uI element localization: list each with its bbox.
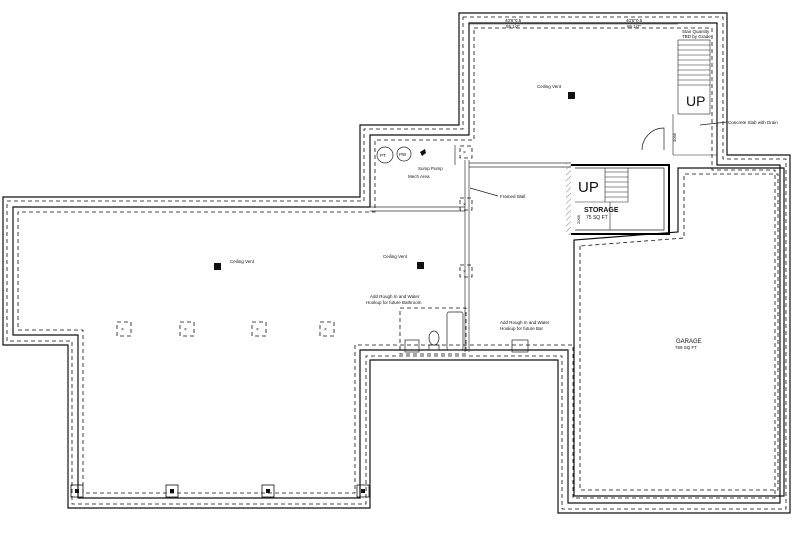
garage-wall: [573, 167, 785, 497]
framed-wall-leader: [469, 187, 499, 197]
stair-note-2: TBD by Grade: [682, 34, 711, 39]
svg-text:×: ×: [184, 327, 187, 333]
column-marks: × × × × × × ×: [121, 150, 466, 333]
slab-leader: [699, 121, 728, 126]
dim-top-left: 40'6"0.5: [505, 18, 522, 23]
door-dim-right: 3068: [672, 132, 677, 142]
storage-wall: [571, 164, 670, 235]
storage-door-dim: 2068: [576, 214, 581, 224]
bathtub-icon: [446, 311, 464, 351]
ceiling-vent-top-icon: [568, 92, 575, 99]
stairs-mid: [575, 168, 629, 230]
up-label-top: UP: [686, 93, 705, 109]
ceiling-vent-top-label: Ceiling Vent: [537, 84, 562, 89]
svg-text:×: ×: [256, 327, 259, 333]
storage-hatch: [566, 163, 571, 235]
svg-text:×: ×: [463, 150, 466, 156]
foundation-inner-wall: [12, 22, 781, 504]
stairs-top: [672, 39, 717, 156]
svg-text:×: ×: [121, 327, 124, 333]
up-label-mid: UP: [578, 179, 599, 196]
concrete-slab-label: Concrete Slab with Drain: [728, 120, 778, 125]
storage-title: STORAGE: [584, 207, 619, 214]
rough-in-bath-1: Add Rough In and Water: [370, 294, 420, 299]
dim-top-right-b: 95 1/2": [627, 24, 642, 29]
ceiling-vent-left-icon: [214, 263, 221, 270]
toilet-tank-icon: [428, 344, 440, 351]
rough-in-bar-1: Add Rough In and Water: [500, 320, 550, 325]
storage-inner: [575, 167, 665, 231]
rough-in-bar-2: Hookup for future Bar: [500, 326, 544, 331]
sump-pump-icon: [420, 149, 426, 156]
pt-label: PT: [380, 153, 386, 158]
svg-text:×: ×: [463, 202, 466, 208]
dim-top-left-b: 95 1/2": [506, 24, 521, 29]
pw-label: PW: [399, 152, 407, 157]
foundation-dashed-inner: [17, 27, 776, 499]
foundation-dashed-outer: [6, 16, 787, 510]
sump-pump-label: Sump Pump: [418, 166, 443, 171]
rough-in-bath-2: Hookup for future Bathroom: [366, 300, 422, 305]
stair-note-1: Stair Quantity: [682, 29, 710, 34]
door-swing: [641, 127, 665, 151]
storage-area: 75 SQ FT: [586, 215, 608, 221]
bar-sink-icon: [511, 339, 529, 353]
pt-tank-icon: [376, 146, 394, 164]
pier-footings: [70, 484, 370, 498]
pw-tank-icon: [396, 146, 412, 162]
bath-sink-icon: [404, 339, 420, 353]
column-posts: [116, 145, 473, 337]
ceiling-vent-center-label: Ceiling Vent: [383, 254, 408, 259]
garage-title: GARAGE: [676, 339, 702, 345]
svg-text:×: ×: [324, 327, 327, 333]
framed-wall-label: Framed Wall: [500, 194, 525, 199]
dim-top-right: 40'6"0.5: [626, 18, 643, 23]
ceiling-vent-left-label: Ceiling Vent: [230, 259, 255, 264]
framed-wall: [370, 145, 571, 352]
foundation-outer-wall: [2, 12, 791, 514]
svg-text:×: ×: [463, 269, 466, 275]
garage-dash: [579, 173, 779, 491]
mech-area-label: Mech Area: [408, 174, 430, 179]
toilet-icon: [428, 330, 440, 346]
ceiling-vent-center-icon: [417, 262, 424, 269]
garage-area: 769 SQ FT: [675, 345, 697, 350]
